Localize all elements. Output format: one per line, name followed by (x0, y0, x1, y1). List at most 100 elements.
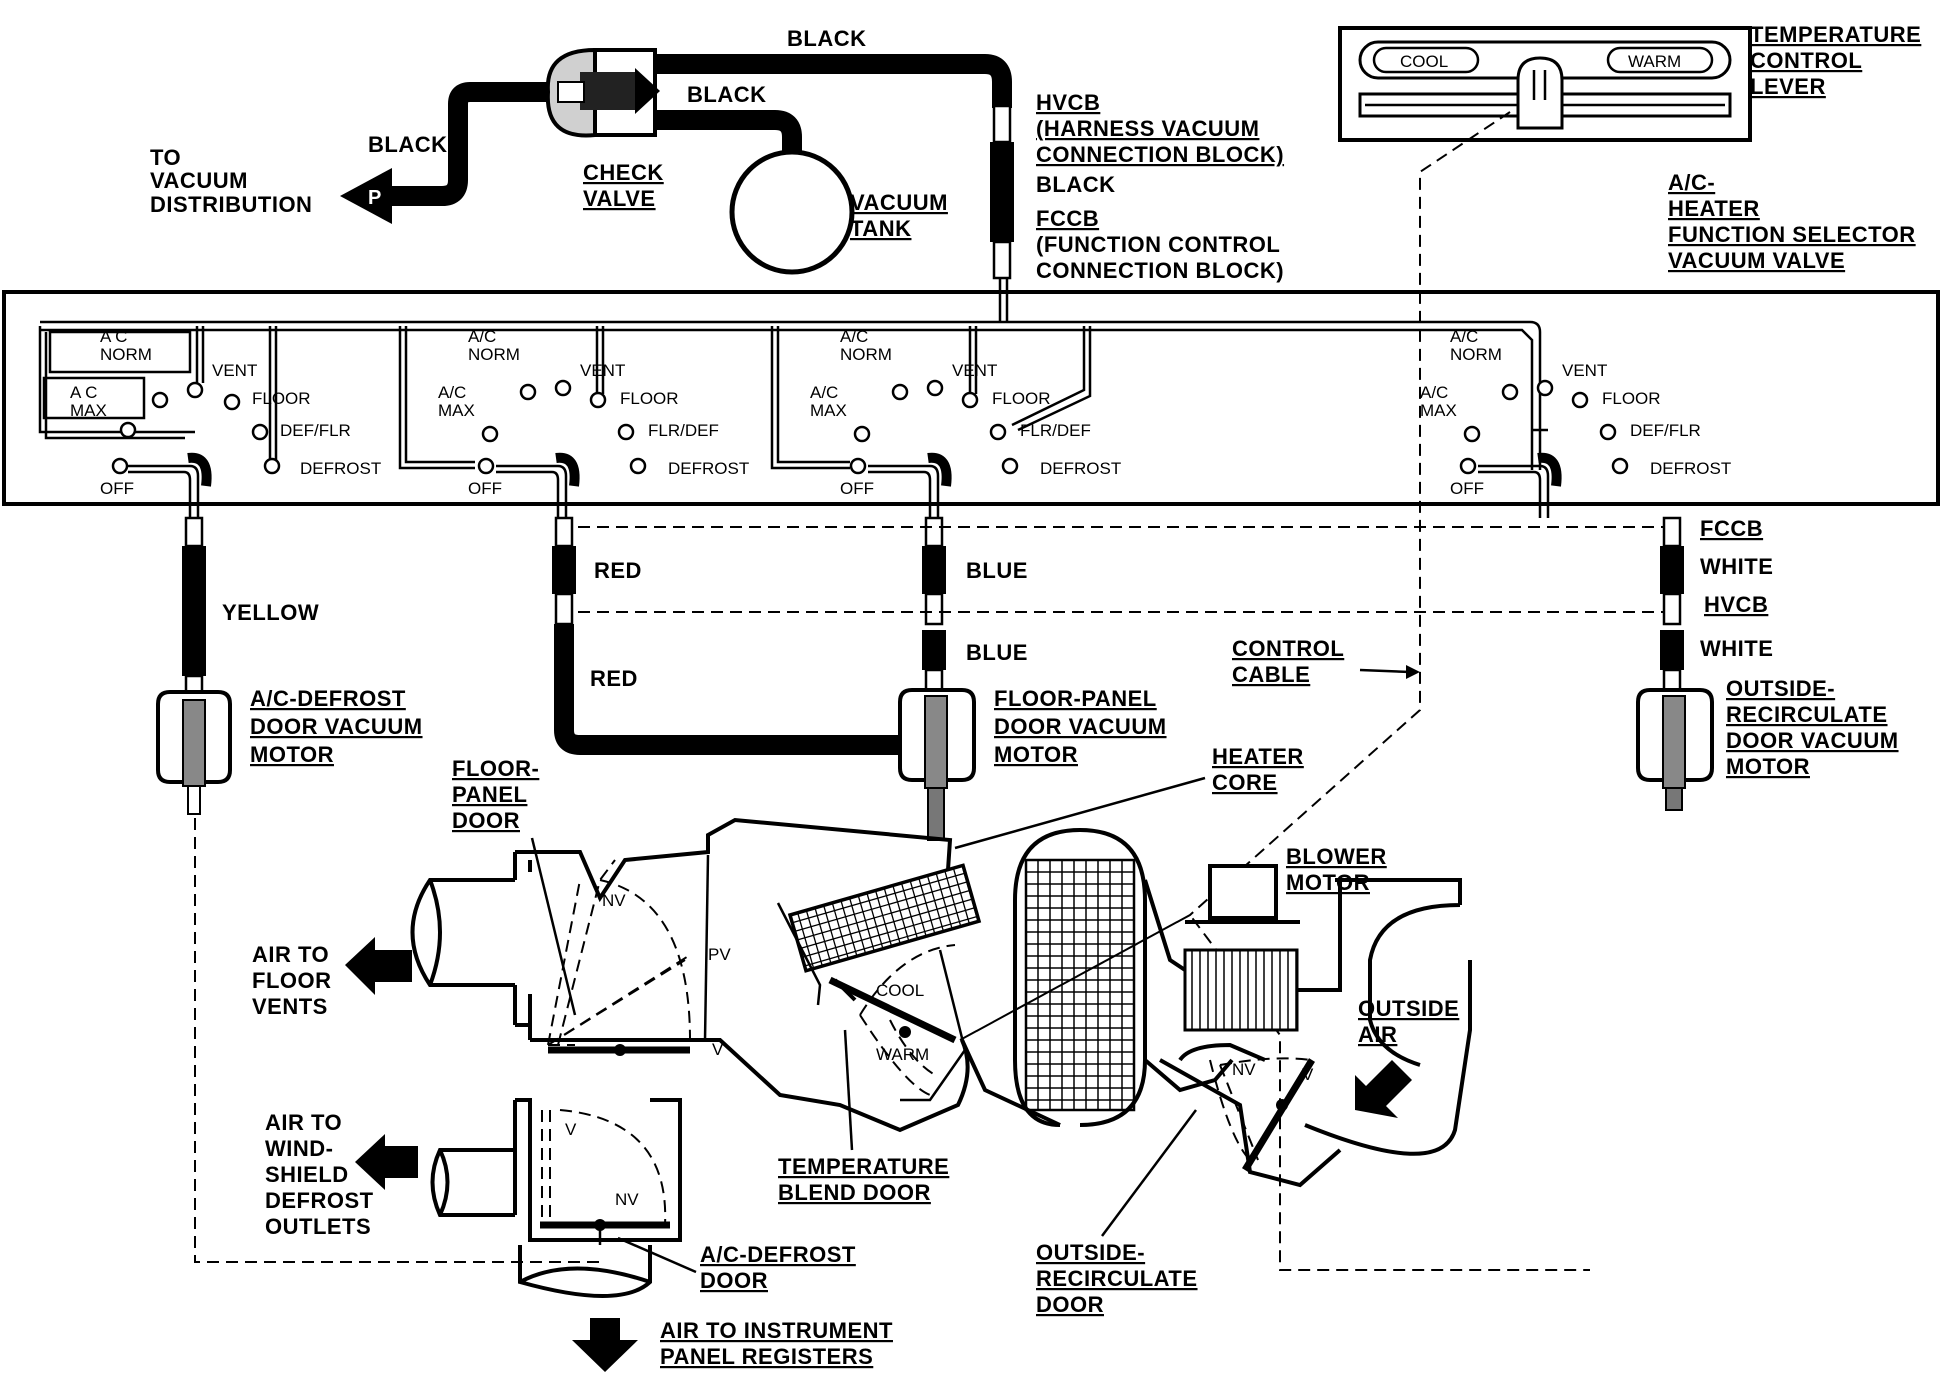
blue-hose-label-lower: BLUE (966, 640, 1028, 665)
ac-max-label: A/C (438, 383, 466, 402)
ac-defrost-motor-label: A/C-DEFROST DOOR VACUUM MOTOR (250, 686, 422, 767)
svg-text:BLOWER: BLOWER (1286, 844, 1387, 869)
ac-defrost-vacuum-motor-icon (156, 690, 232, 815)
blower-motor-label: BLOWER MOTOR (1286, 844, 1387, 895)
svg-text:A/C-DEFROST: A/C-DEFROST (250, 686, 406, 711)
svg-text:RECIRCULATE: RECIRCULATE (1726, 702, 1888, 727)
warm-setting-label: WARM (1628, 52, 1681, 71)
valve-port-ac-max-icon (1463, 425, 1481, 443)
svg-text:FLOOR-PANEL: FLOOR-PANEL (994, 686, 1157, 711)
ac-max-label: A/C (810, 383, 838, 402)
valve-port-defrost-icon (1611, 457, 1629, 475)
vacuum-supply: P (340, 47, 1014, 322)
function-selector-valve-box (2, 290, 1940, 506)
floor-label: FLOOR (1602, 389, 1661, 408)
valve-port-vent-icon (926, 379, 944, 397)
heater-core-label: HEATER CORE (954, 744, 1303, 850)
svg-text:OUTSIDE-: OUTSIDE- (1036, 1240, 1145, 1265)
vacuum-hoses (182, 516, 1684, 755)
svg-text:VENTS: VENTS (252, 994, 328, 1019)
lever-knob-icon[interactable] (1516, 56, 1564, 130)
svg-text:FUNCTION SELECTOR: FUNCTION SELECTOR (1668, 222, 1916, 247)
heater-core-grid-icon (1026, 860, 1134, 1110)
red-hose-label-lower: RED (590, 666, 638, 691)
svg-text:(FUNCTION CONTROL: (FUNCTION CONTROL (1036, 232, 1280, 257)
valve-section-1 (38, 326, 278, 470)
svg-text:VACUUM VALVE: VACUUM VALVE (1668, 248, 1845, 273)
ac-norm-label: NORM (840, 345, 892, 364)
svg-text:AIR TO: AIR TO (252, 942, 329, 967)
blue-hose-label-upper: BLUE (966, 558, 1028, 583)
off-label: OFF (840, 479, 874, 498)
svg-text:DOOR: DOOR (700, 1268, 768, 1293)
control-cable-label: CONTROL CABLE (1232, 636, 1420, 687)
svg-text:TO: TO (150, 145, 181, 170)
svg-text:CONNECTION BLOCK): CONNECTION BLOCK) (1036, 258, 1284, 283)
svg-text:DOOR VACUUM: DOOR VACUUM (994, 714, 1167, 739)
ac-defrost-door-label: A/C-DEFROST DOOR (617, 1236, 855, 1293)
valve-port-defrost-icon (1001, 457, 1019, 475)
svg-text:CHECK: CHECK (583, 160, 664, 185)
air-to-instrument-label: AIR TO INSTRUMENT PANEL REGISTERS (660, 1318, 893, 1369)
valve-port-floor-icon (961, 391, 979, 409)
valve-port-ac-norm-icon (891, 383, 909, 401)
svg-text:(HARNESS VACUUM: (HARNESS VACUUM (1036, 116, 1259, 141)
fccb-label: FCCB (FUNCTION CONTROL CONNECTION BLOCK) (1036, 206, 1284, 283)
svg-text:SHIELD: SHIELD (265, 1162, 349, 1187)
floor-label: FLOOR (992, 389, 1051, 408)
svg-text:OUTSIDE-: OUTSIDE- (1726, 676, 1835, 701)
air-to-instrument-arrow-icon (572, 1318, 638, 1372)
vent-label: VENT (952, 361, 997, 380)
svg-text:BLEND DOOR: BLEND DOOR (778, 1180, 931, 1205)
outside-air-label: OUTSIDE AIR (1358, 996, 1459, 1047)
vacuum-tank-icon (729, 149, 855, 275)
valve-port-flr-def-icon (251, 423, 269, 441)
black-hose-label-hvcb: BLACK (1036, 172, 1116, 197)
outside-recirc-motor-label: OUTSIDE- RECIRCULATE DOOR VACUUM MOTOR (1726, 676, 1898, 779)
ac-max-label: MAX (70, 401, 107, 420)
svg-text:MOTOR: MOTOR (250, 742, 334, 767)
temp-blend-door-label: TEMPERATURE BLEND DOOR (778, 1029, 949, 1205)
svg-text:AIR TO INSTRUMENT: AIR TO INSTRUMENT (660, 1318, 893, 1343)
valve-port-ac-max-icon (119, 421, 137, 439)
hvac-plenum (410, 817, 1472, 1298)
floor-panel-door-label: FLOOR- PANEL DOOR (452, 756, 577, 1016)
function-selector-label: A/C- HEATER FUNCTION SELECTOR VACUUM VAL… (1668, 170, 1916, 273)
defrost-label: DEFROST (668, 459, 749, 478)
ac-norm-label: NORM (100, 345, 152, 364)
flr-def-label: FLR/DEF (648, 421, 719, 440)
svg-text:DOOR: DOOR (452, 808, 520, 833)
flr-def-label: DEF/FLR (1630, 421, 1701, 440)
svg-text:LEVER: LEVER (1750, 74, 1826, 99)
svg-text:CONTROL: CONTROL (1232, 636, 1344, 661)
black-hose-label-top: BLACK (787, 26, 867, 51)
nv-recirc-label: NV (1232, 1060, 1256, 1079)
fccb-right-label: FCCB (1700, 516, 1763, 541)
to-vacuum-distribution-arrow-icon (340, 168, 392, 224)
valve-port-off-icon (111, 457, 129, 475)
valve-port-floor-icon (589, 391, 607, 409)
red-hose-label-upper: RED (594, 558, 642, 583)
off-label: OFF (1450, 479, 1484, 498)
ac-defrost-door-linkage (194, 818, 600, 1263)
floor-label: FLOOR (252, 389, 311, 408)
svg-text:VALVE: VALVE (583, 186, 656, 211)
hvcb-right-label: HVCB (1704, 592, 1768, 617)
svg-text:DISTRIBUTION: DISTRIBUTION (150, 192, 312, 217)
valve-section-2 (398, 326, 605, 470)
svg-text:FLOOR-: FLOOR- (452, 756, 539, 781)
ac-max-label: MAX (1420, 401, 1457, 420)
svg-text:CORE: CORE (1212, 770, 1278, 795)
svg-text:HEATER: HEATER (1668, 196, 1760, 221)
off-label: OFF (468, 479, 502, 498)
v-defrost-label: V (565, 1120, 577, 1139)
temperature-control-lever: COOL WARM (1338, 26, 1752, 142)
svg-text:CONTROL: CONTROL (1750, 48, 1862, 73)
svg-text:DOOR: DOOR (1036, 1292, 1104, 1317)
outside-recirc-vacuum-motor-icon (1636, 688, 1714, 811)
valve-port-defrost-icon (263, 457, 281, 475)
